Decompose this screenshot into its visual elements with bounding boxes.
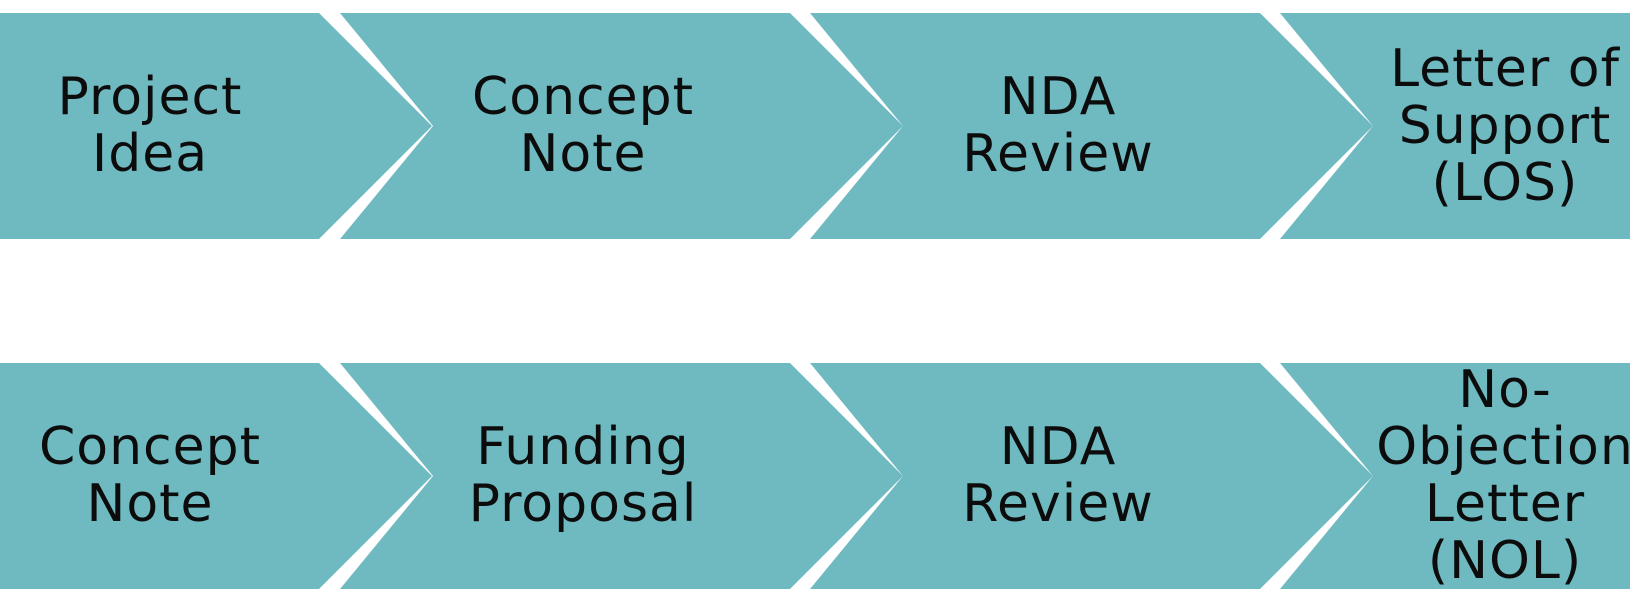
step-label: No- Objection Letter (NOL) [1376, 360, 1630, 591]
chevron-arrow-shape [0, 13, 432, 239]
process-row-1: Project Idea Concept Note NDA Review Let… [0, 13, 1630, 239]
process-step: Letter of Support (LOS) [1260, 13, 1630, 239]
chevron-arrow-shape [810, 13, 1373, 239]
process-step: NDA Review [790, 363, 1390, 589]
chevron-arrow-shape [340, 363, 903, 589]
step-label: Concept Note [38, 417, 262, 534]
chevron-arrow-shape [1280, 13, 1630, 239]
process-step: Funding Proposal [320, 363, 920, 589]
process-step: Project Idea [0, 13, 450, 239]
process-step: NDA Review [790, 13, 1390, 239]
process-step: Concept Note [0, 363, 450, 589]
step-label: NDA Review [962, 67, 1154, 184]
step-label: NDA Review [962, 417, 1154, 534]
chevron-arrow-shape [810, 363, 1373, 589]
chevron-arrow-shape [340, 13, 903, 239]
chevron-arrow-shape [1280, 363, 1630, 589]
process-step: No- Objection Letter (NOL) [1260, 360, 1630, 591]
step-label: Project Idea [57, 67, 243, 184]
process-row-2: Concept Note Funding Proposal NDA Review… [0, 360, 1630, 591]
step-label: Funding Proposal [468, 417, 698, 534]
chevron-arrow-shape [0, 363, 432, 589]
step-label: Concept Note [471, 67, 695, 184]
step-label: Letter of Support (LOS) [1390, 38, 1620, 213]
process-step: Concept Note [320, 13, 920, 239]
